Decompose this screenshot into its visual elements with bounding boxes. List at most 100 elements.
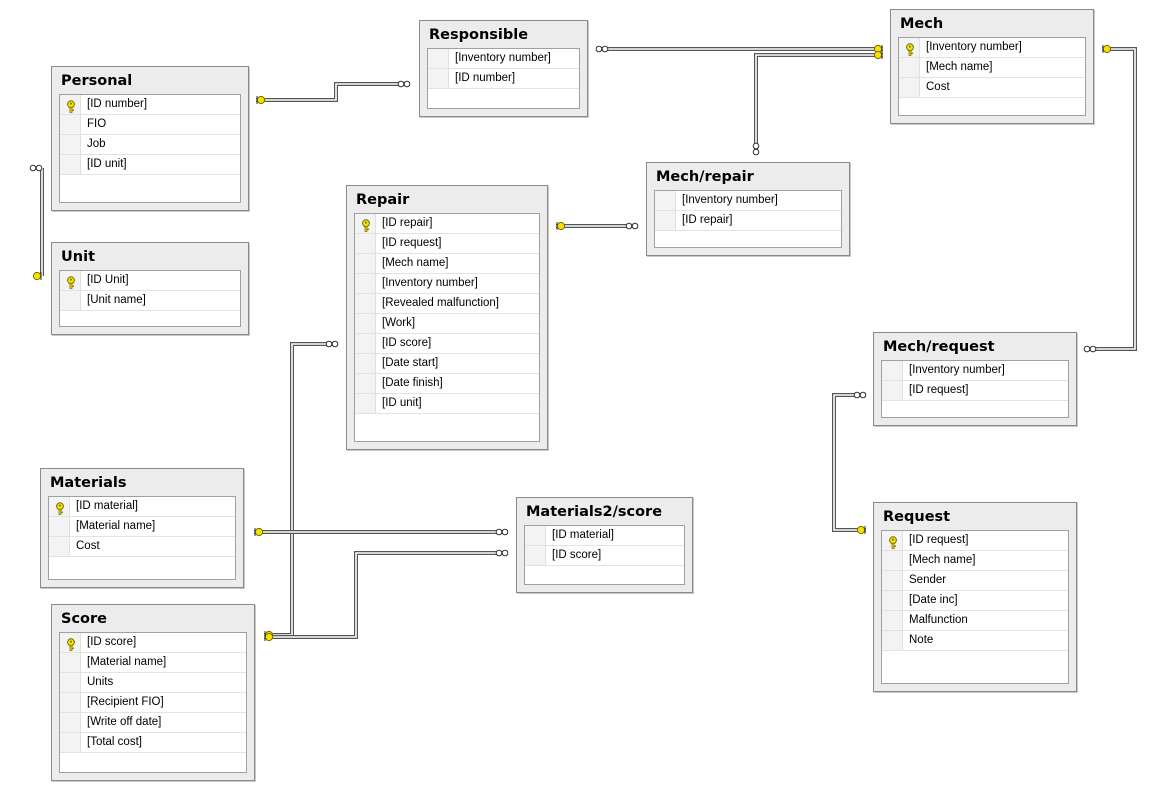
table-repair[interactable]: Repair [ID repair][ID request][Mech name… <box>346 185 548 450</box>
column-row[interactable]: FIO <box>60 115 240 135</box>
column-row[interactable]: [ID request] <box>882 381 1068 401</box>
table-materials2-score[interactable]: Materials2/score [ID material][ID score] <box>516 497 693 593</box>
many-end-infinity-icon <box>601 45 609 53</box>
column-row[interactable]: [Recipient FIO] <box>60 693 246 713</box>
column-name: [Inventory number] <box>926 41 1022 53</box>
row-selector <box>60 155 81 174</box>
column-name: [ID number] <box>87 98 148 110</box>
column-row[interactable]: [Material name] <box>60 653 246 673</box>
column-row[interactable]: [Mech name] <box>899 58 1085 78</box>
table-unit[interactable]: Unit [ID Unit][Unit name] <box>51 242 249 335</box>
column-name: Sender <box>909 574 947 586</box>
column-name: [Write off date] <box>87 716 162 728</box>
column-row[interactable]: [Date start] <box>355 354 539 374</box>
one-end-key-icon <box>873 44 883 54</box>
column-row[interactable]: [ID Unit] <box>60 271 240 291</box>
table-title: Score <box>61 611 107 627</box>
column-row[interactable]: [Inventory number] <box>899 38 1085 58</box>
column-row[interactable]: [Inventory number] <box>882 361 1068 381</box>
column-list: [Inventory number] [ID repair] <box>654 190 842 248</box>
table-materials[interactable]: Materials [ID material] [Material name] Co… <box>40 468 244 588</box>
column-list: [ID number] FIO Job [ID unit] <box>59 94 241 203</box>
row-selector <box>525 546 546 565</box>
many-end-infinity-icon <box>853 391 861 399</box>
table-title: Materials <box>50 475 127 491</box>
table-score[interactable]: Score [ID score][Material name]Units[Rec… <box>51 604 255 781</box>
column-row[interactable]: [ID request] <box>355 234 539 254</box>
row-selector <box>899 78 920 97</box>
many-end-infinity-icon <box>403 80 411 88</box>
many-end-infinity-icon <box>752 148 760 156</box>
row-selector <box>655 191 676 210</box>
column-name: [ID score] <box>382 337 432 349</box>
column-row[interactable]: [ID score] <box>525 546 684 566</box>
column-row[interactable]: Job <box>60 135 240 155</box>
many-end-infinity-icon <box>1089 345 1097 353</box>
column-row[interactable]: Units <box>60 673 246 693</box>
column-row[interactable]: [ID repair] <box>655 211 841 231</box>
column-row[interactable]: [ID score] <box>60 633 246 653</box>
column-row[interactable]: [Inventory number] <box>355 274 539 294</box>
table-mech-repair[interactable]: Mech/repair [Inventory number][ID repair… <box>646 162 850 256</box>
column-name: [Material name] <box>76 520 156 532</box>
table-title: Request <box>883 509 951 525</box>
many-end-infinity-icon <box>752 142 760 150</box>
table-mech[interactable]: Mech [Inventory number][Mech name]Cost <box>890 9 1094 124</box>
column-row[interactable]: [ID unit] <box>60 155 240 175</box>
table-title: Mech/request <box>883 339 995 355</box>
column-row[interactable]: [Unit name] <box>60 291 240 311</box>
table-mech-request[interactable]: Mech/request [Inventory number][ID reque… <box>873 332 1077 426</box>
column-row[interactable]: [Inventory number] <box>428 49 579 69</box>
row-selector <box>60 653 81 672</box>
column-row[interactable]: Malfunction <box>882 611 1068 631</box>
column-row[interactable]: [Write off date] <box>60 713 246 733</box>
column-row[interactable]: Cost <box>49 537 235 557</box>
column-row[interactable]: [ID score] <box>355 334 539 354</box>
column-list: [ID repair][ID request][Mech name][Inven… <box>354 213 540 442</box>
row-selector <box>355 234 376 253</box>
column-name: Job <box>87 138 106 150</box>
column-row[interactable]: [ID material] <box>525 526 684 546</box>
table-request[interactable]: Request [ID request][Mech name] Sender [Da… <box>873 502 1077 692</box>
one-end-key-icon <box>1102 44 1112 54</box>
column-row[interactable]: [Work] <box>355 314 539 334</box>
column-row[interactable]: [Mech name] <box>355 254 539 274</box>
column-name: [ID unit] <box>87 158 127 170</box>
primary-key-icon <box>887 534 899 549</box>
column-row[interactable]: [Date finish] <box>355 374 539 394</box>
column-list: [ID material][ID score] <box>524 525 685 585</box>
table-responsible[interactable]: Responsible [Inventory number][ID number… <box>419 20 588 117</box>
row-selector <box>525 526 546 545</box>
column-name: Cost <box>76 540 100 552</box>
column-row[interactable]: [ID material] <box>49 497 235 517</box>
column-row[interactable]: [Total cost] <box>60 733 246 753</box>
column-name: [Revealed malfunction] <box>382 297 499 309</box>
relationship-line-inner <box>833 394 866 531</box>
one-end-key-icon <box>856 525 866 535</box>
many-end-infinity-icon <box>495 549 503 557</box>
row-selector <box>60 713 81 732</box>
column-row[interactable]: [Mech name] <box>882 551 1068 571</box>
column-row[interactable]: [ID number] <box>60 95 240 115</box>
column-row[interactable]: [Inventory number] <box>655 191 841 211</box>
column-row[interactable]: [ID request] <box>882 531 1068 551</box>
column-row[interactable]: Sender <box>882 571 1068 591</box>
column-name: [Inventory number] <box>682 194 778 206</box>
many-end-infinity-icon <box>35 164 43 172</box>
row-selector <box>60 291 81 310</box>
column-row[interactable]: [ID repair] <box>355 214 539 234</box>
row-selector <box>60 95 81 114</box>
column-name: [Date inc] <box>909 594 958 606</box>
column-row[interactable]: Note <box>882 631 1068 651</box>
column-row[interactable]: Cost <box>899 78 1085 98</box>
column-row[interactable]: [ID number] <box>428 69 579 89</box>
row-selector <box>49 497 70 516</box>
one-end-key-icon <box>256 95 266 105</box>
column-row[interactable]: [Date inc] <box>882 591 1068 611</box>
column-name: [ID material] <box>76 500 138 512</box>
column-row[interactable]: [Material name] <box>49 517 235 537</box>
column-name: Cost <box>926 81 950 93</box>
column-row[interactable]: [Revealed malfunction] <box>355 294 539 314</box>
column-row[interactable]: [ID unit] <box>355 394 539 414</box>
